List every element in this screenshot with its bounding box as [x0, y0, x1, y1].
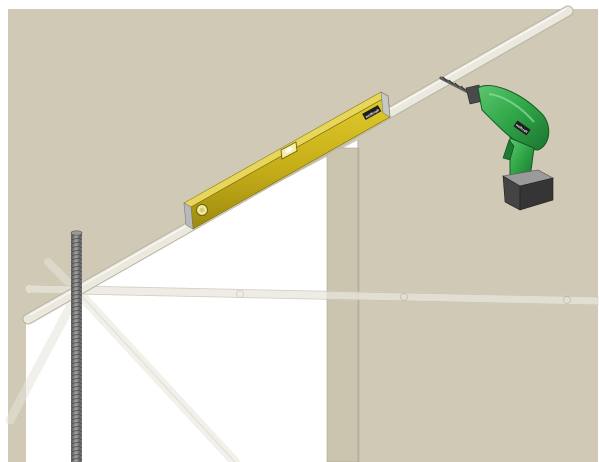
level-center-vial [280, 141, 298, 160]
drill-bit-icon [439, 76, 472, 95]
spirit-level: wolfcraft [183, 91, 391, 230]
level-brand-badge: wolfcraft [362, 105, 382, 120]
drill-battery [502, 169, 554, 211]
level-brand-label: wolfcraft [364, 108, 381, 120]
horizontal-rail [25, 284, 599, 306]
vertical-stud [326, 147, 360, 462]
wall-opening [26, 140, 358, 462]
cordless-drill: wolfcraft [439, 76, 554, 211]
threaded-rod [71, 232, 82, 462]
